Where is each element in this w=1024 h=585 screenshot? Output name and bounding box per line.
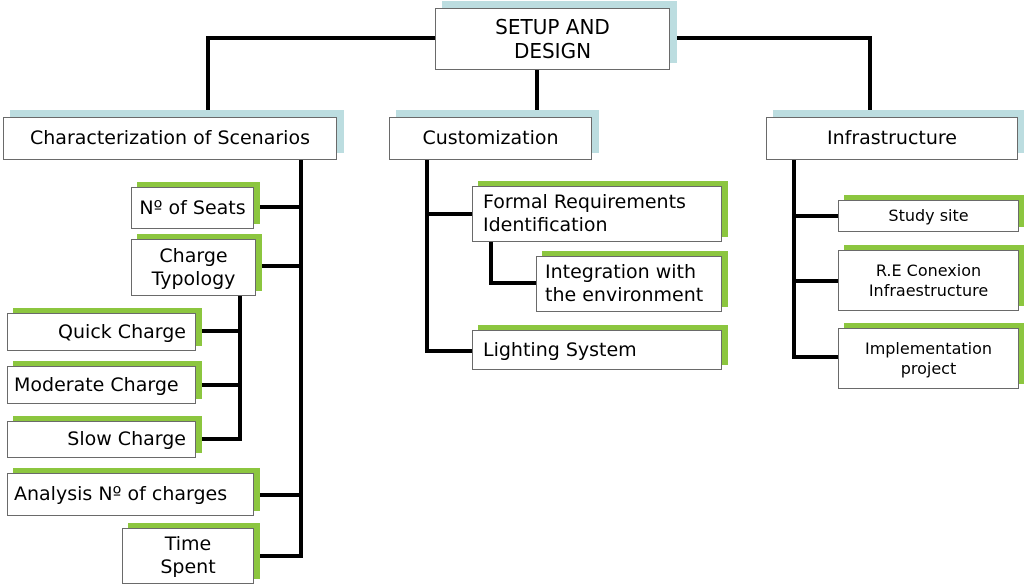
node-charge-typology: Charge Typology [131,239,256,296]
slow-charge-label: Slow Charge [67,428,186,451]
node-analysis-charges: Analysis Nº of charges [7,473,254,516]
node-slow-charge: Slow Charge [7,421,196,458]
study-site-label: Study site [888,206,969,226]
moderate-charge-label: Moderate Charge [14,373,179,396]
infrastructure-label: Infrastructure [826,127,957,150]
customization-label: Customization [422,127,559,150]
node-quick-charge: Quick Charge [7,313,196,351]
node-seats: Nº of Seats [131,187,254,229]
node-integration: Integration with the environment [536,256,722,312]
integration-label: Integration with the environment [545,261,704,306]
node-infrastructure: Infrastructure [766,117,1018,160]
lighting-system-label: Lighting System [483,338,637,361]
analysis-charges-label: Analysis Nº of charges [14,483,228,506]
formal-requirements-label: Formal Requirements Identification [483,191,686,236]
node-moderate-charge: Moderate Charge [7,366,196,404]
connector-root-scenarios [206,36,437,119]
connector-root-infrastructure [668,36,872,119]
node-characterization-of-scenarios: Characterization of Scenarios [3,117,337,160]
charge-typology-label: Charge Typology [151,244,236,290]
implementation-project-label: Implementation project [864,339,993,378]
quick-charge-label: Quick Charge [58,320,186,343]
node-re-conexion: R.E Conexion Infraestructure [838,250,1019,311]
node-formal-requirements: Formal Requirements Identification [472,186,722,242]
root-node: SETUP AND DESIGN [435,8,670,70]
node-implementation-project: Implementation project [838,328,1019,389]
node-study-site: Study site [838,200,1019,232]
node-customization: Customization [389,117,592,160]
node-time-spent: Time Spent [122,528,254,584]
time-spent-label: Time Spent [160,533,216,578]
node-lighting-system: Lighting System [472,330,722,370]
re-conexion-label: R.E Conexion Infraestructure [868,261,989,300]
connector-integration [489,240,538,285]
root-label: SETUP AND DESIGN [495,15,610,63]
seats-label: Nº of Seats [139,196,246,219]
scenarios-label: Characterization of Scenarios [30,127,310,150]
